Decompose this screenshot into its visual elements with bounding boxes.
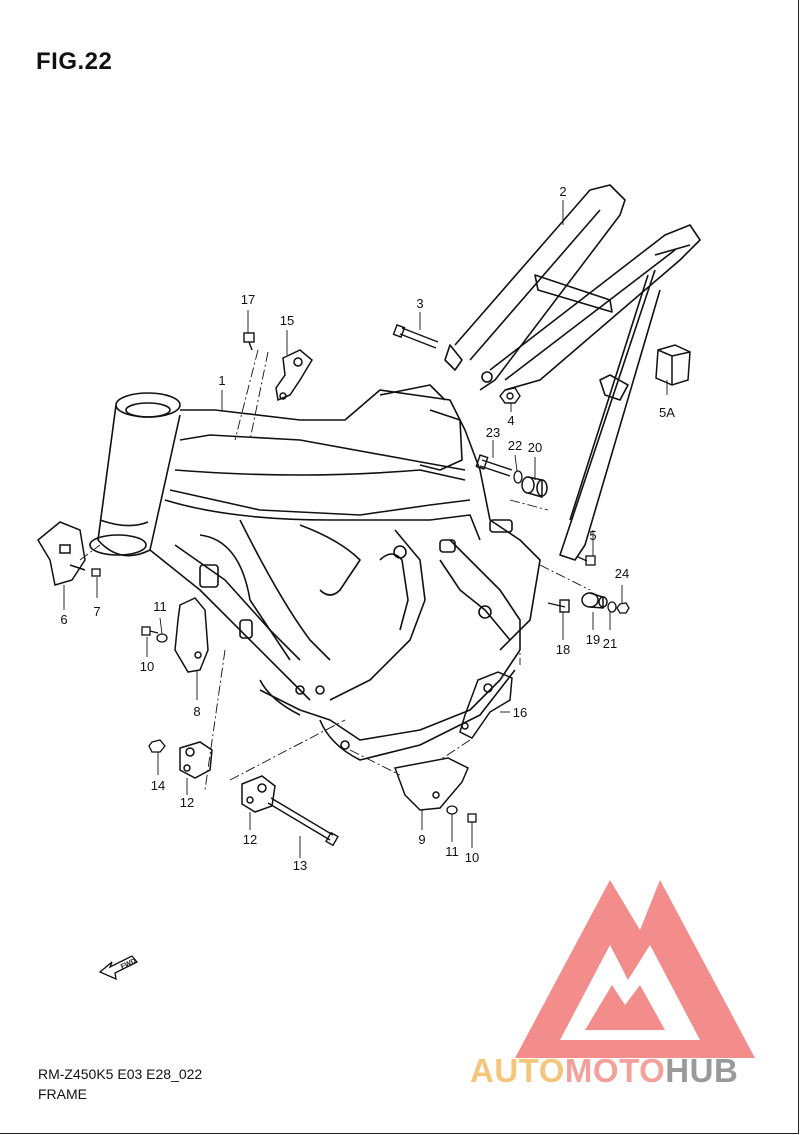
rubber-block-5a [655,344,691,386]
washer-22 [513,470,523,484]
rear-subframe [444,184,701,561]
part-label-9: 9 [418,832,425,847]
part-label-18: 18 [556,642,570,657]
bolt-23 [475,454,513,477]
fwd-arrow-icon: FWD [98,955,139,981]
part-label-23: 23 [486,425,500,440]
part-label-10-right: 10 [465,850,479,865]
leader-lines [63,200,668,858]
bracket-6 [37,521,86,586]
part-label-22: 22 [508,438,522,453]
bracket-12-upper [179,741,213,779]
part-label-8: 8 [193,704,200,719]
part-label-14: 14 [151,778,165,793]
bolt-7 [91,568,101,577]
watermark-part-auto: AUTO [470,1052,565,1089]
nut-4 [499,387,521,404]
part-label-5: 5 [589,528,596,543]
bolt-10-right [467,813,477,823]
part-label-13: 13 [293,858,307,873]
bracket-16 [459,671,513,739]
part-label-11-right: 11 [445,844,459,859]
part-label-19: 19 [586,632,600,647]
part-label-6: 6 [60,612,67,627]
part-label-7: 7 [93,604,100,619]
bracket-15 [275,349,313,402]
part-label-12-lower: 12 [243,832,257,847]
figure-title: FIG.22 [36,48,113,75]
nut-24 [616,602,630,614]
bolt-13 [267,797,339,847]
washer-11-right [446,805,458,815]
bushing-20 [521,476,548,498]
bolt-18 [547,599,570,613]
diagram-caption: FRAME [38,1086,87,1102]
part-label-11-left: 11 [153,599,167,614]
washer-11-left [156,633,168,643]
bolt-17 [243,332,255,351]
part-label-17: 17 [241,292,255,307]
plate-9 [393,757,469,811]
part-label-5a: 5A [659,405,675,420]
part-labels: 1 2 3 4 5 5A 6 7 8 9 10 10 11 11 12 12 1… [60,184,675,873]
part-label-4: 4 [507,413,514,428]
watermark-text: AUTOMOTOHUB [470,1052,738,1090]
collar-19 [581,592,608,609]
plate-8 [174,597,209,673]
part-label-12-upper: 12 [180,795,194,810]
nut-14 [148,739,166,753]
part-label-20: 20 [528,440,542,455]
bolt-10-left [141,626,159,636]
bolt-3 [392,324,439,349]
part-label-3: 3 [416,296,423,311]
fwd-arrow-label: FWD [120,958,137,971]
watermark-part-moto: MOTO [564,1052,666,1089]
part-label-15: 15 [280,313,294,328]
part-label-24: 24 [615,566,629,581]
bracket-12-lower [241,775,276,813]
washer-21 [607,601,617,613]
watermark-logo-icon [515,880,755,1058]
part-label-10-left: 10 [140,659,154,674]
diagram-code: RM-Z450K5 E03 E28_022 [38,1066,203,1082]
main-frame [89,384,541,761]
bolt-5 [577,555,596,566]
part-label-21: 21 [603,636,617,651]
watermark-part-hub: HUB [665,1052,739,1089]
part-label-1: 1 [218,373,225,388]
part-label-16: 16 [513,705,527,720]
part-label-2: 2 [559,184,566,199]
